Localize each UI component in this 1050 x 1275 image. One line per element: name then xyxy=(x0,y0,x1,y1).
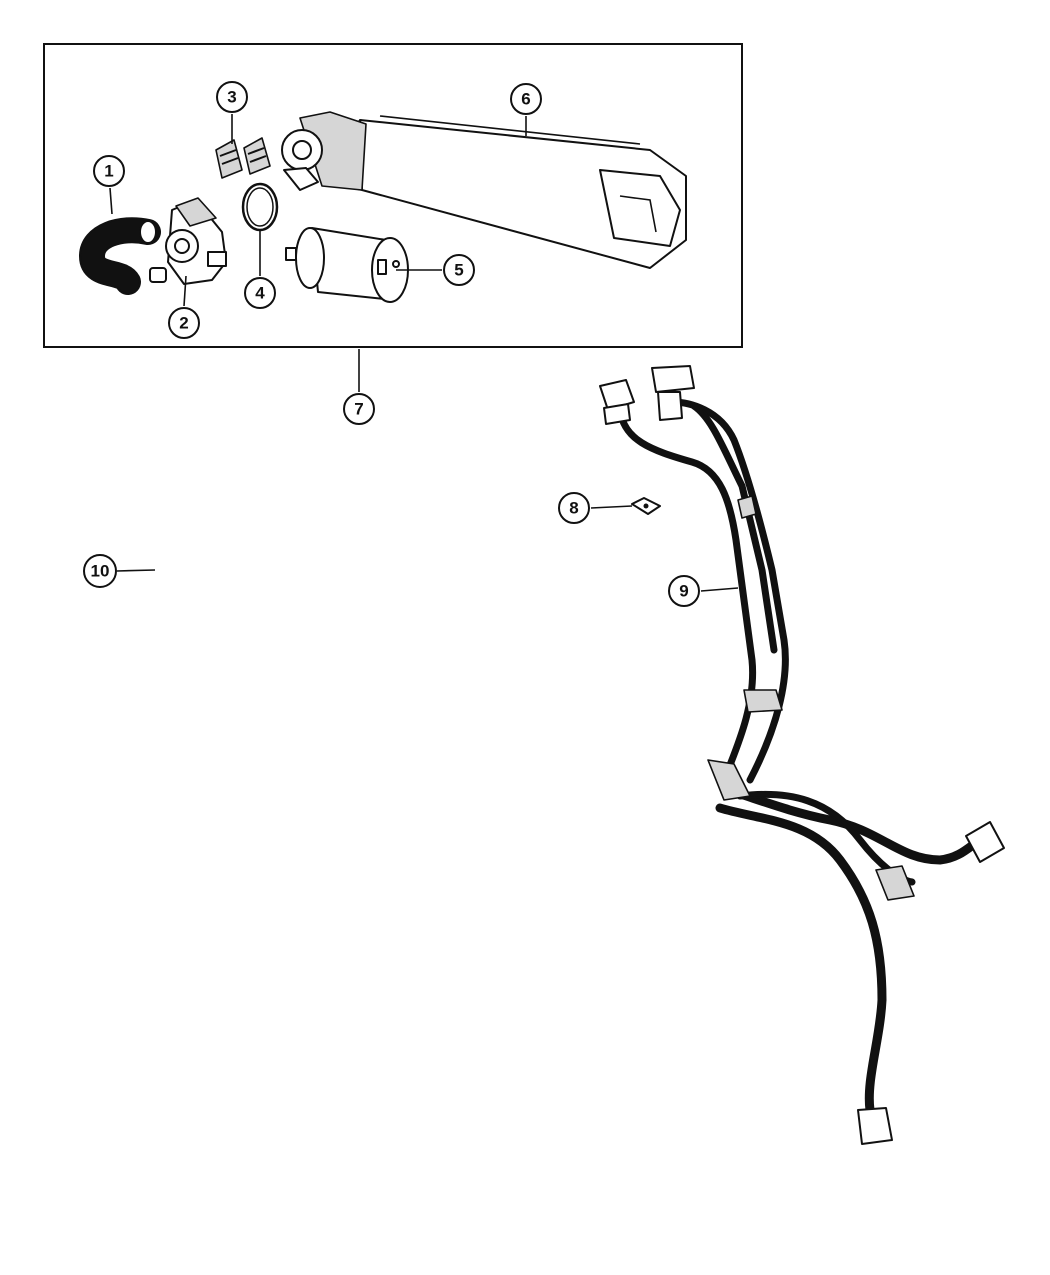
callout-1: 1 xyxy=(93,155,125,187)
callout-5-label: 5 xyxy=(454,261,463,280)
part-4-o-ring[interactable] xyxy=(241,182,279,232)
leader-lines xyxy=(109,114,739,592)
part-9-hose-harness[interactable] xyxy=(599,365,1005,1145)
callout-9-label: 9 xyxy=(679,582,688,601)
callout-2: 2 xyxy=(168,307,200,339)
canister-assembly-box xyxy=(43,43,743,348)
part-6-canister[interactable] xyxy=(281,111,687,269)
callout-6: 6 xyxy=(510,83,542,115)
callout-10: 10 xyxy=(83,554,117,588)
callout-7: 7 xyxy=(343,393,375,425)
callout-8: 8 xyxy=(558,492,590,524)
callout-4-label: 4 xyxy=(255,284,265,303)
callout-10-label: 10 xyxy=(91,562,110,581)
part-5-filter[interactable] xyxy=(285,227,409,303)
callout-1-label: 1 xyxy=(104,162,113,181)
part-1-hose[interactable] xyxy=(79,217,161,295)
callout-9: 9 xyxy=(668,575,700,607)
callout-3: 3 xyxy=(216,81,248,113)
callout-6-label: 6 xyxy=(521,90,530,109)
callout-2-label: 2 xyxy=(179,314,188,333)
part-8-clip[interactable] xyxy=(631,497,661,515)
callout-3-label: 3 xyxy=(227,88,236,107)
callout-5: 5 xyxy=(443,254,475,286)
callout-8-label: 8 xyxy=(569,499,578,518)
part-2-valve[interactable] xyxy=(149,197,227,285)
part-3-clips[interactable] xyxy=(215,137,271,179)
callout-4: 4 xyxy=(244,277,276,309)
callout-7-label: 7 xyxy=(354,400,363,419)
